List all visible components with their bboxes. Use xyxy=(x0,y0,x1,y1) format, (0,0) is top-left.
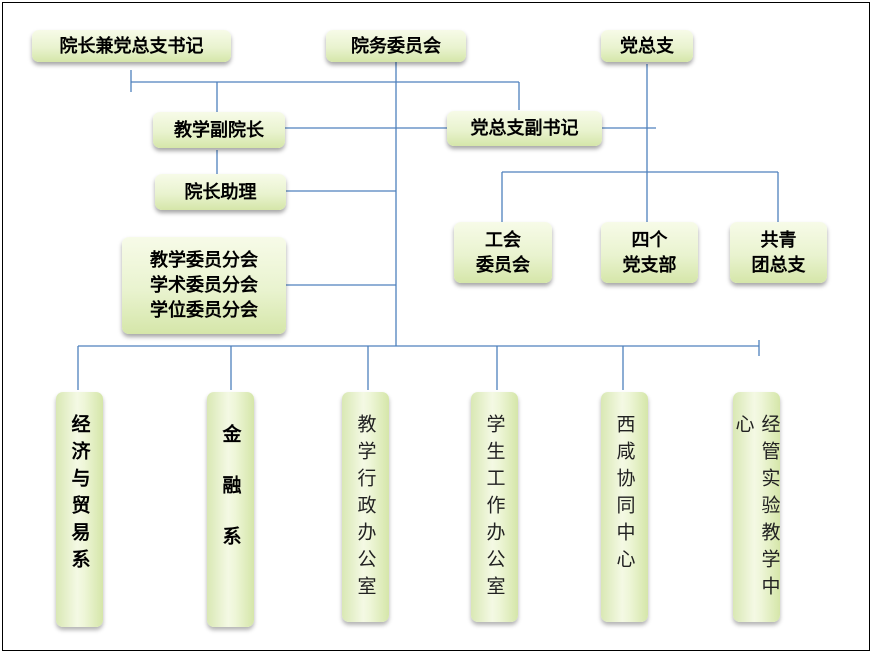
department-label: 教学行政办公室 xyxy=(354,414,377,603)
affairs-committee-box: 院务委员会 xyxy=(326,30,466,62)
dean-party-secretary-box: 院长兼党总支书记 xyxy=(32,30,231,62)
vice-dean-box: 教学副院长 xyxy=(153,112,285,148)
dean-assistant-label: 院长助理 xyxy=(184,181,257,203)
four-party-branches-box: 四个 党支部 xyxy=(601,222,698,283)
youth-league-label: 共青 团总支 xyxy=(751,229,806,276)
department-box-economics-trade: 经济与贸易系 xyxy=(56,392,103,627)
department-label: 学生工作办公室 xyxy=(483,414,506,603)
department-box-experiment-center: 经管实验教学中心 xyxy=(732,392,781,622)
department-box-student-affairs: 学生工作办公室 xyxy=(471,392,518,622)
sub-committees-box: 教学委员分会 学术委员分会 学位委员分会 xyxy=(122,237,286,334)
dean-assistant-box: 院长助理 xyxy=(155,174,286,210)
four-party-branches-label: 四个 党支部 xyxy=(622,229,677,276)
department-label: 西咸协同中心 xyxy=(613,414,636,576)
dean-party-secretary-label: 院长兼党总支书记 xyxy=(59,35,204,57)
party-branch-label: 党总支 xyxy=(620,35,674,57)
department-box-finance: 金融系 xyxy=(207,392,254,627)
sub-committees-label: 教学委员分会 学术委员分会 学位委员分会 xyxy=(150,250,258,321)
union-committee-label: 工会 委员会 xyxy=(476,229,530,276)
deputy-secretary-label: 党总支副书记 xyxy=(470,118,579,139)
union-committee-box: 工会 委员会 xyxy=(454,222,552,283)
department-label: 经管实验教学中心 xyxy=(732,414,781,603)
party-branch-box: 党总支 xyxy=(601,30,693,62)
youth-league-box: 共青 团总支 xyxy=(730,222,827,283)
affairs-committee-label: 院务委员会 xyxy=(351,35,441,57)
vice-dean-label: 教学副院长 xyxy=(174,119,264,141)
department-label: 经济与贸易系 xyxy=(68,414,91,576)
deputy-secretary-box: 党总支副书记 xyxy=(447,111,602,146)
department-box-teaching-admin: 教学行政办公室 xyxy=(342,392,389,622)
department-label: 金融系 xyxy=(219,424,242,577)
department-box-xixian-center: 西咸协同中心 xyxy=(601,392,648,622)
